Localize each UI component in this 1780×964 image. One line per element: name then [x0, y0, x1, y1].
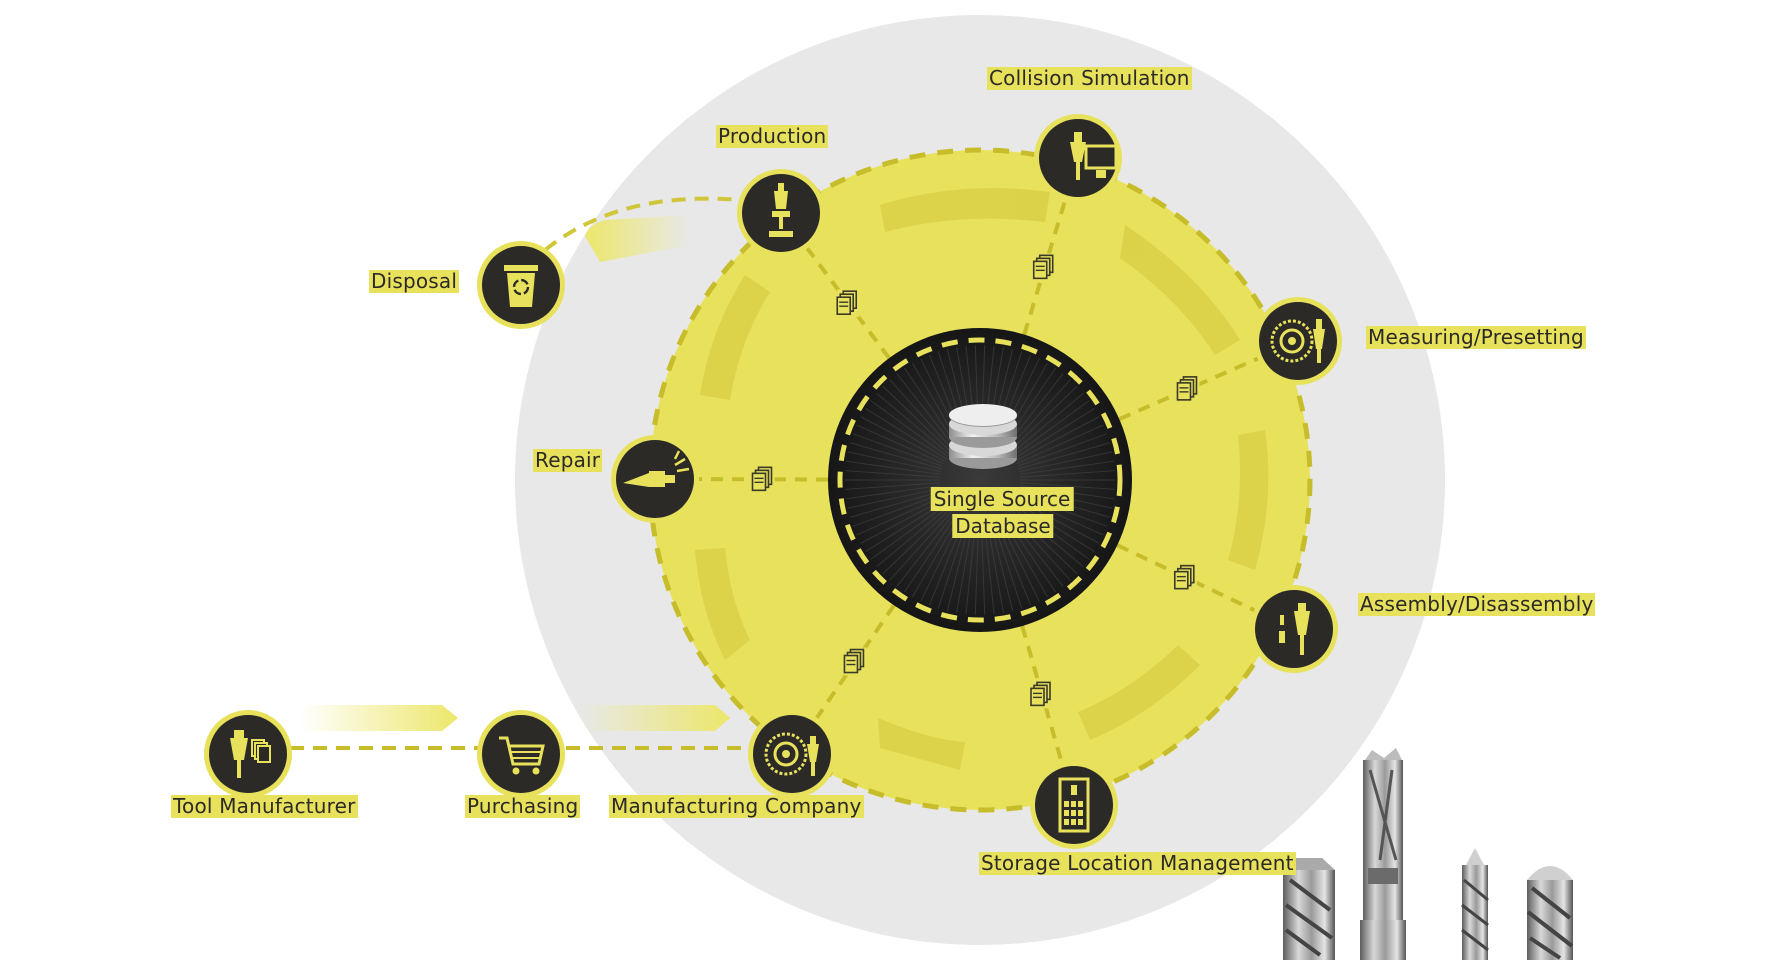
document-icon: [1175, 564, 1197, 592]
drill-bit: [1462, 848, 1488, 960]
document-icon: [753, 465, 775, 493]
node-collision-simulation: [1034, 114, 1122, 202]
node-label-measuring-presetting: Measuring/Presetting: [1366, 326, 1586, 349]
document-icon: [1034, 253, 1056, 281]
center-label-line2: Database: [952, 514, 1053, 538]
node-label-repair: Repair: [533, 449, 602, 472]
node-tool-manufacturer: [204, 710, 292, 798]
node-measuring-presetting: [1254, 297, 1342, 385]
database-icon: [949, 404, 1017, 469]
node-label-production: Production: [716, 125, 828, 148]
node-purchasing: [477, 710, 565, 798]
center-label-line1: Single Source: [931, 487, 1074, 511]
document-icon: [844, 648, 866, 676]
node-assembly-disassembly: [1250, 585, 1338, 673]
node-disposal: [477, 241, 565, 329]
node-label-purchasing: Purchasing: [465, 795, 580, 818]
single-source-database-hub: [828, 328, 1132, 632]
node-label-storage-location-management: Storage Location Management: [979, 852, 1296, 875]
end-mill-2: [1527, 866, 1573, 960]
node-label-collision-simulation: Collision Simulation: [987, 67, 1192, 90]
boring-tool: [1360, 748, 1406, 960]
node-label-assembly-disassembly: Assembly/Disassembly: [1358, 593, 1595, 616]
node-manufacturing-company: [748, 710, 836, 798]
node-production: [737, 169, 825, 257]
node-label-disposal: Disposal: [369, 270, 459, 293]
node-storage-location-management: [1030, 761, 1118, 849]
node-label-tool-manufacturer: Tool Manufacturer: [171, 795, 358, 818]
supply-flow-arrow-2: [580, 705, 730, 731]
document-icon: [1031, 680, 1053, 708]
supply-flow-arrow-1: [300, 705, 458, 731]
node-label-manufacturing-company: Manufacturing Company: [609, 795, 864, 818]
document-icon: [837, 289, 859, 317]
node-repair: [611, 435, 699, 523]
document-icon: [1177, 375, 1199, 403]
